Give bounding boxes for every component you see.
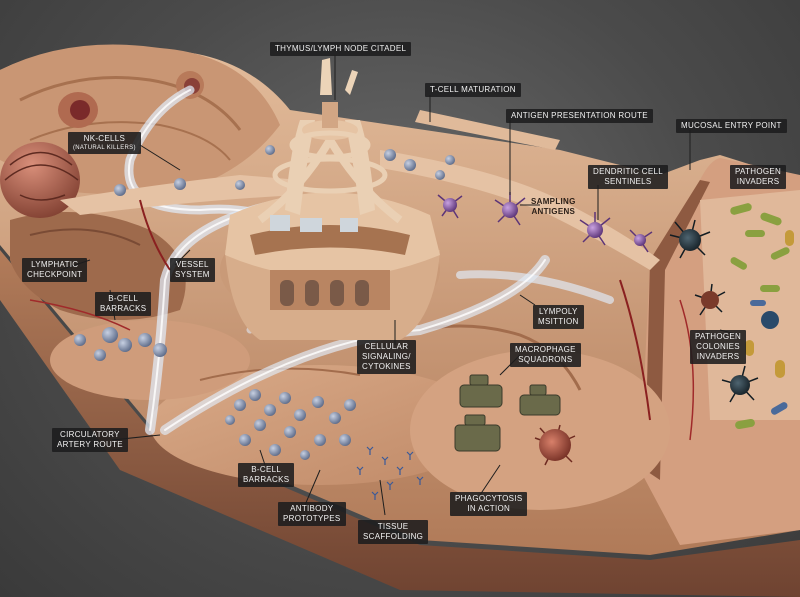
- label-mucosal-entry-point: MUCOSAL ENTRY POINT: [676, 119, 787, 133]
- lymphocyte-cells: [74, 145, 455, 460]
- pathogen-colonies: [669, 203, 794, 430]
- label-nk-cells: NK-CELLS (NATURAL KILLERS): [68, 132, 141, 154]
- thymus-citadel: [220, 58, 440, 340]
- antibody-prototypes: [356, 446, 424, 500]
- macrophage-squadrons: [454, 374, 576, 466]
- dendritic-cells: [437, 192, 653, 253]
- label-thymus-citadel: THYMUS/LYMPH NODE CITADEL: [270, 42, 412, 56]
- nk-cell-dome: [0, 71, 204, 218]
- label-antigen-presentation-route: ANTIGEN PRESENTATION ROUTE: [506, 109, 653, 123]
- label-t-cell-maturation: T-CELL MATURATION: [425, 83, 521, 97]
